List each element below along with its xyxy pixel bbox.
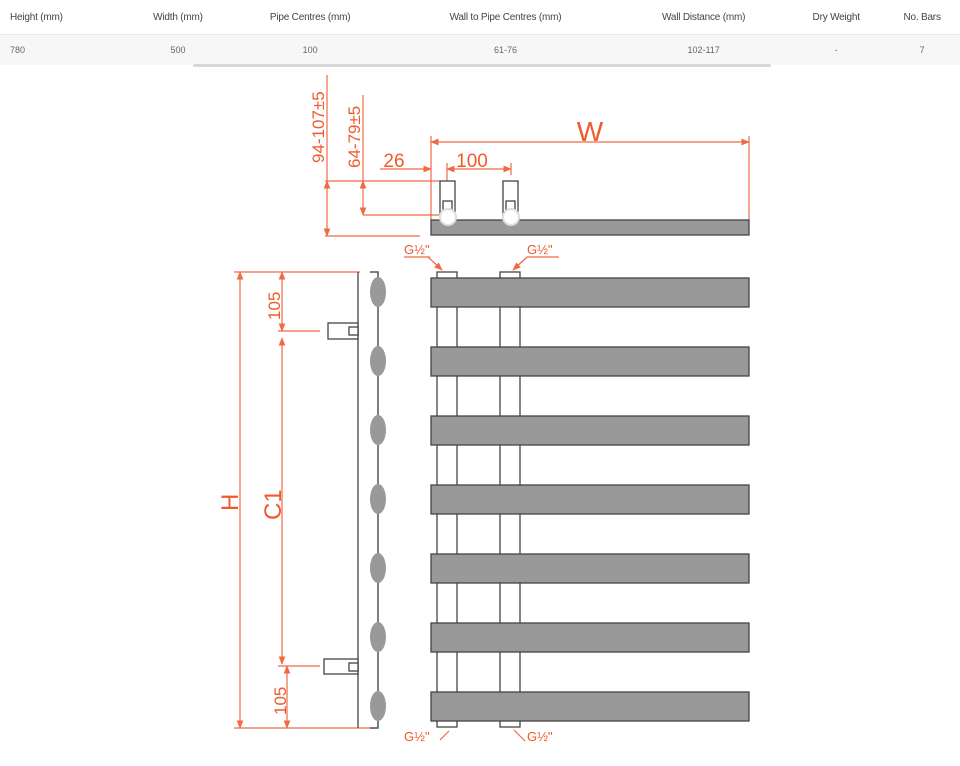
value-no-bars: 7	[884, 34, 960, 65]
offset-26-label: 26	[383, 151, 404, 172]
height-label: H	[217, 494, 244, 511]
front-view: G½" G½" G½" G½"	[404, 242, 750, 744]
connection-label-top-right: G½"	[527, 242, 553, 257]
bottom-offset-105-label: 105	[271, 687, 290, 715]
header-wall-to-pipe: Wall to Pipe Centres (mm)	[449, 11, 562, 23]
bar-2	[430, 346, 750, 377]
bar-6	[430, 622, 750, 653]
header-wall-distance: Wall Distance (mm)	[662, 11, 746, 23]
value-pipe-centres: 100	[228, 34, 392, 65]
header-pipe-centres: Pipe Centres (mm)	[269, 11, 351, 23]
wall-distance-label: 94-107±5	[309, 91, 328, 163]
header-dry-weight: Dry Weight	[812, 11, 860, 23]
wall-to-pipe-label: 64-79±5	[345, 106, 364, 168]
bar-7	[430, 691, 750, 722]
bar-1	[430, 277, 750, 308]
bar-5	[430, 553, 750, 584]
spec-table: Height (mm) Width (mm) Pipe Centres (mm)…	[0, 0, 960, 65]
value-wall-distance: 102-117	[619, 34, 789, 65]
value-height: 780	[0, 34, 128, 65]
value-dry-weight: -	[788, 34, 885, 65]
side-view: H 105 C1 105	[217, 271, 386, 729]
top-offset-105-label: 105	[265, 292, 284, 320]
bar-3	[430, 415, 750, 446]
value-wall-to-pipe: 61-76	[391, 34, 620, 65]
width-label: W	[577, 116, 604, 147]
horizontal-scrollbar[interactable]	[193, 64, 771, 67]
spec-data-row: 780 500 100 61-76 102-117 - 7	[0, 34, 960, 65]
header-width: Width (mm)	[153, 11, 203, 23]
pipe-centres-100-label: 100	[456, 151, 488, 172]
connection-label-top-left: G½"	[404, 242, 430, 257]
bar-4	[430, 484, 750, 515]
value-width: 500	[127, 34, 229, 65]
header-height: Height (mm)	[10, 11, 63, 23]
centres-c1-label: C1	[260, 489, 287, 520]
top-view: W 26 100 94-107±5 64-79±5	[309, 75, 750, 237]
connection-label-bottom-left: G½"	[404, 729, 430, 744]
spec-header-row: Height (mm) Width (mm) Pipe Centres (mm)…	[0, 0, 960, 35]
connection-label-bottom-right: G½"	[527, 729, 553, 744]
header-no-bars: No. Bars	[903, 11, 941, 23]
